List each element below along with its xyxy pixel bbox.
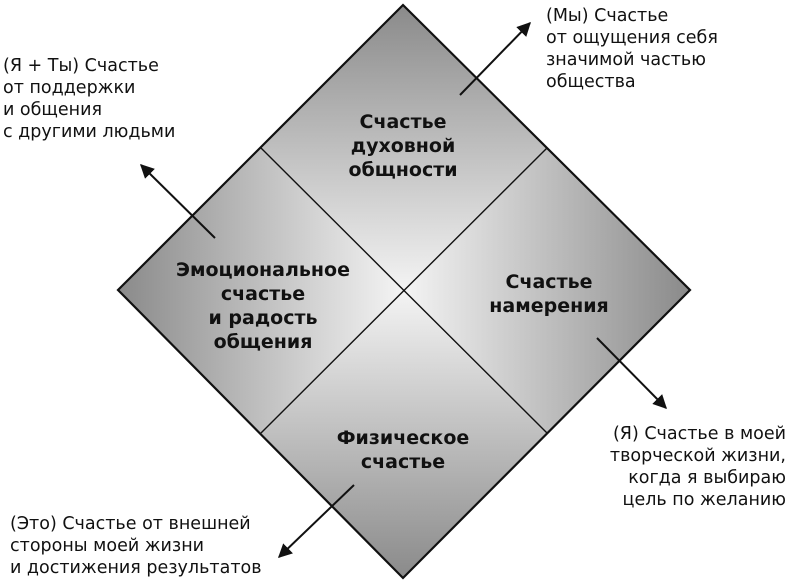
outer-label-bottom-left: (Это) Счастье от внешней стороны моей жи… — [10, 514, 262, 578]
quadrant-label-bottom: Физическое счастье — [336, 427, 470, 473]
quadrant-label-right: Счастье намерения — [489, 271, 609, 317]
diamond-outline — [116, 3, 692, 580]
outer-label-top-left: (Я + Ты) Счастье от поддержки и общения … — [3, 56, 176, 142]
quadrant-label-left: Эмоциональное счастье и радость общения — [176, 259, 350, 353]
divider-line-2 — [260, 147, 548, 434]
outer-label-bottom-right: (Я) Счастье в моей творческой жизни, ког… — [609, 424, 786, 510]
outer-label-top-right: (Мы) Счастье от ощущения себя значимой ч… — [546, 6, 718, 92]
arrow-bottom-right — [596, 337, 667, 409]
arrow-bottom-left — [277, 484, 355, 558]
arrow-top-left — [140, 164, 216, 239]
quadrant-label-top: Счастье духовной общности — [348, 111, 458, 181]
arrow-top-right — [459, 21, 531, 96]
quadrant-bottom — [261, 292, 547, 578]
